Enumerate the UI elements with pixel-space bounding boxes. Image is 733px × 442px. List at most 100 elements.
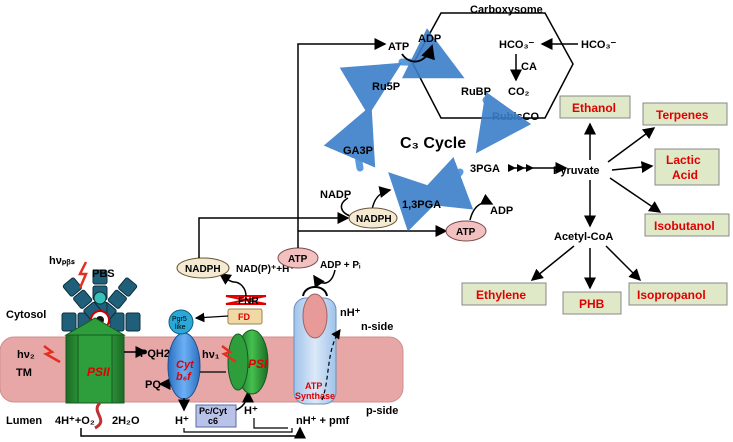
atp-adp-top-arrow [401,44,435,63]
co2-label: CO₂ [508,86,530,98]
fnr-label: FNR [238,296,259,307]
atp-top-label: ATP [388,41,409,53]
atp-membrane-label: ATP [288,254,308,265]
isobutanol-label: Isobutanol [654,219,715,233]
atp-synthase-label-1: ATP [305,381,322,391]
h-plus-cyt-label: H⁺ [175,415,189,427]
phb-label: PHB [579,297,605,311]
tm-label: TM [16,367,32,379]
hco3-outer-label: HCO₃⁻ [581,39,617,51]
lumen-proton-line-1 [80,426,306,439]
atp-production-arrow [313,269,336,289]
hco3-inner-label: HCO₃⁻ [499,39,535,51]
pgr5-like-label: like [175,324,186,331]
nadph-to-cycle-line [198,212,350,258]
water-split-arrow [94,401,103,430]
nadph-left-ellipse [176,257,230,279]
atp-to-cycle-line [297,38,387,248]
lumen-proton-line-2 [183,428,293,433]
water-left-label: 4H⁺+O₂ [55,415,95,427]
psii-complex [64,317,126,404]
nadp-arrow [340,197,351,217]
nadp-arrow-2 [371,186,392,211]
fd-label: FD [238,312,250,322]
nadph-cycle-ellipse [348,207,398,229]
ca-label: CA [521,61,537,73]
acid-label: Acid [672,168,698,182]
product-terpenes [642,102,728,126]
triple-arrow-icon [508,164,534,172]
h-plus-psi-label: H⁺ [244,405,258,417]
atp-synthase-label-2: Synthase [295,391,335,401]
psii-label: PSII [87,365,110,379]
c3-cycle-title: C₃ Cycle [400,135,466,152]
nadp-cycle-label: NADP [320,189,351,201]
atp-synthase [293,286,337,405]
c3-cycle-arrows [323,28,532,232]
b6f-label: b₆f [176,371,192,383]
product-isopropanol [628,282,728,306]
ru5p-label: Ru5P [372,81,400,93]
ethanol-label: Ethanol [572,101,616,115]
nadph-cycle-label: NADPH [356,214,392,225]
lightning-icon [42,345,61,364]
atp-cycle-ellipse [445,220,487,242]
nadph-left-label: NADPH [185,264,221,275]
pbs-antenna [61,269,141,332]
product-ethanol [559,95,631,119]
lightning-icon [221,345,237,364]
hv2-label: hν₂ [17,349,35,361]
acetyl-coa-label: Acetyl-CoA [554,231,613,243]
rubisco-label: RubisCO [492,111,540,123]
product-ethylene [461,282,547,306]
ethylene-label: Ethylene [476,288,526,302]
atp-cycle-label: ATP [456,227,476,238]
hv-pbs-label: hνₚᵦₛ [49,255,75,267]
rubp-label: RuBP [461,86,491,98]
product-lactic-acid [654,148,720,186]
adp-top-label: ADP [418,33,441,45]
pgr5-like-protein [168,309,194,335]
n-side-label: n-side [361,321,393,333]
nadp-h-label: NAD(P)⁺+H⁺ [236,264,295,275]
fd-to-pgr5-arrow [194,312,229,323]
metabolic-arrows [530,122,662,290]
lightning-icon [77,261,88,289]
13pga-label: 1,3PGA [402,199,441,211]
carboxysome-title: Carboxysome [470,4,543,16]
pc-cyt-c6-box [195,404,237,428]
3pga-label: 3PGA [470,163,500,175]
adp-cycle-label: ADP [490,205,513,217]
ga3p-label: GA3P [343,145,373,157]
lumen-label: Lumen [6,415,42,427]
atp-adp-bottom-arrow [469,193,494,221]
pc-cyt-label: Pc/Cyt [199,406,227,416]
terpenes-label: Terpenes [656,108,709,122]
lumen-proton-line-3 [253,418,288,429]
p-side-label: p-side [366,405,398,417]
adp-pi-label: ADP + Pᵢ [320,260,361,271]
pq-label: PQ [145,379,161,391]
hv1-label: hν₁ [202,349,220,361]
nh-pmf-label: nH⁺ + pmf [296,415,350,427]
lactic-label: Lactic [666,153,701,167]
isopropanol-label: Isopropanol [637,288,706,302]
pbs-label: PBS [92,268,115,280]
pyruvate-label: Pyruvate [553,165,599,177]
psi-label: PSI [248,357,268,371]
thylakoid-membrane [0,336,404,403]
cyt-label: Cyt [176,359,195,371]
pgr5-label: Pgr5 [172,316,187,323]
fnr-shape [225,295,267,305]
c6-label: c6 [208,416,218,426]
water-right-label: 2H₂O [112,415,140,427]
product-isobutanol [644,213,730,237]
pqh2-label: PQH2 [140,348,170,360]
psi-complex [227,329,269,395]
nadph-recycle-arrow [233,281,247,297]
cytosol-label: Cytosol [6,309,46,321]
product-phb [562,291,622,315]
nh-top-label: nH⁺ [340,307,361,319]
proton-flow-dashed [321,329,341,401]
